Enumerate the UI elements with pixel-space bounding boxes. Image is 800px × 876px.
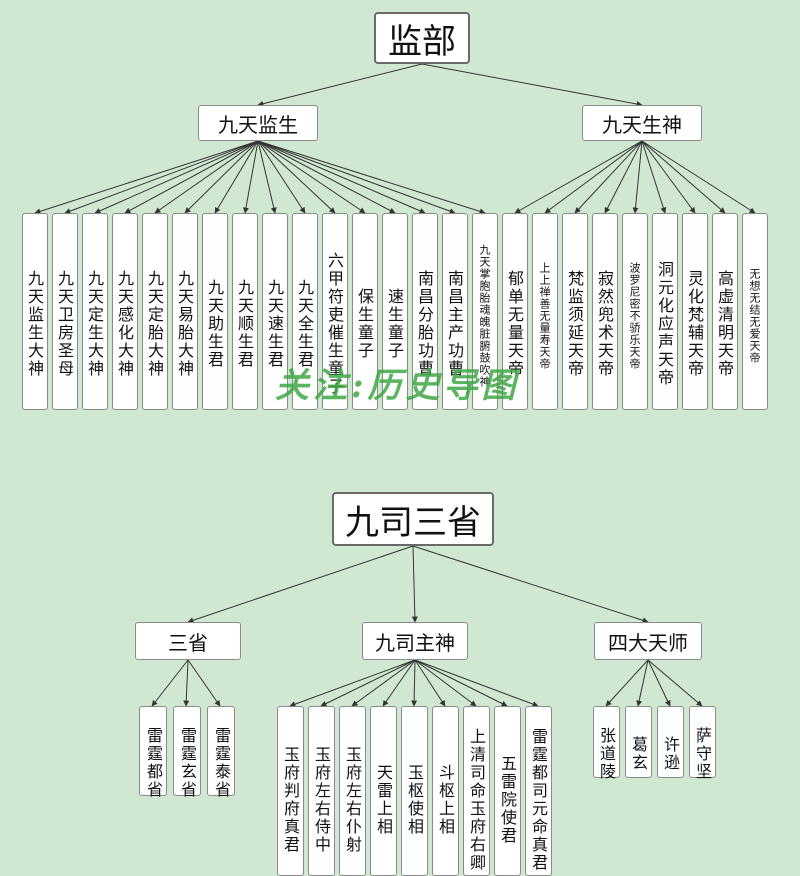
- leaf-sansheng-2: 雷霆泰省: [207, 706, 235, 799]
- leaf-jiansheng-4: 九天定胎大神: [142, 213, 168, 410]
- link-jiansheng-5: [184, 140, 259, 214]
- leaf-jiansheng-1: 九天卫房圣母: [52, 213, 78, 410]
- leaf-jiusi-7: 五雷院使君: [494, 706, 521, 876]
- leaf-jiansheng-14: 南昌主产功曹: [442, 213, 468, 410]
- link-jiansheng-12: [257, 140, 396, 214]
- link-group2-2: [647, 659, 671, 707]
- link-shengshen-8: [641, 140, 756, 214]
- link-group1-0: [289, 659, 416, 707]
- link-group0-0: [151, 659, 189, 707]
- link-group1-8: [414, 659, 539, 707]
- leaf-jiansheng-10: 六甲符吏催生童子: [322, 213, 348, 410]
- leaf-tianshi-3: 萨守坚: [689, 706, 716, 781]
- link-title2-to-tianshi: [412, 545, 649, 624]
- leaf-tianshi-1: 葛玄: [625, 706, 652, 778]
- leaf-jiansheng-7: 九天顺生君: [232, 213, 258, 410]
- leaf-jiansheng-15: 九天掌胞胎魂魄脏腑鼓吹神: [472, 213, 498, 410]
- link-group1-3: [382, 659, 416, 707]
- leaf-jiansheng-13: 南昌分胎功曹: [412, 213, 438, 410]
- leaf-jiusi-3: 天雷上相: [370, 706, 397, 876]
- leaf-jiansheng-9: 九天全生君: [292, 213, 318, 410]
- link-jiansheng-15: [257, 140, 486, 215]
- group-jiusi-zhushen: 九司主神: [362, 622, 468, 660]
- link-title2-to-jiusi: [411, 545, 418, 623]
- link-shengshen-5: [641, 140, 667, 214]
- link-shengshen-3: [604, 140, 643, 214]
- link-jiansheng-4: [154, 140, 259, 214]
- leaf-shengshen-0: 郁单无量天帝: [502, 213, 528, 410]
- leaf-jiusi-8: 雷霆都司元命真君: [525, 706, 552, 876]
- link-shengshen-2: [574, 140, 643, 214]
- link-jiansheng-14: [257, 140, 456, 214]
- link-jiansheng-11: [257, 140, 366, 214]
- leaf-jiusi-0: 玉府判府真君: [277, 706, 304, 876]
- leaf-shengshen-1: 上上禅善无量寿天帝: [532, 213, 558, 410]
- link-group2-1: [636, 659, 649, 707]
- leaf-shengshen-6: 灵化梵辅天帝: [682, 213, 708, 410]
- link-group1-6: [414, 659, 477, 707]
- leaf-jiansheng-11: 保生童子: [352, 213, 378, 410]
- leaf-shengshen-8: 无想无结无爱天帝: [742, 213, 768, 410]
- group-jiutian-jiansheng: 九天监生: [198, 105, 318, 141]
- link-shengshen-1: [544, 140, 643, 214]
- leaf-shengshen-3: 寂然兜术天帝: [592, 213, 618, 410]
- group-sida-tianshi: 四大天师: [594, 622, 702, 660]
- leaf-shengshen-2: 梵监须延天帝: [562, 213, 588, 410]
- link-group0-1: [183, 659, 190, 707]
- link-group1-5: [414, 659, 446, 707]
- link-jiansheng-9: [257, 140, 306, 214]
- leaf-jiansheng-3: 九天感化大神: [112, 213, 138, 410]
- leaf-shengshen-5: 洞元化应声天帝: [652, 213, 678, 410]
- title-jianbu: 监部: [374, 12, 470, 64]
- link-jiansheng-13: [257, 140, 426, 214]
- leaf-jiusi-4: 玉枢使相: [401, 706, 428, 876]
- title-jiusi-sansheng: 九司三省: [332, 492, 494, 546]
- link-group2-0: [605, 659, 649, 707]
- link-jiansheng-7: [243, 140, 259, 214]
- link-title-to-jiansheng: [257, 63, 423, 107]
- leaf-jiusi-2: 玉府左右仆射: [339, 706, 366, 876]
- leaf-jiansheng-6: 九天助生君: [202, 213, 228, 410]
- link-group1-4: [411, 659, 418, 707]
- link-jiansheng-10: [257, 140, 336, 214]
- leaf-jiusi-5: 斗枢上相: [432, 706, 459, 876]
- link-jiansheng-6: [214, 140, 259, 214]
- leaf-shengshen-7: 高虚清明天帝: [712, 213, 738, 410]
- link-jiansheng-2: [94, 140, 259, 214]
- link-jiansheng-1: [64, 140, 259, 214]
- link-jiansheng-0: [34, 140, 259, 215]
- link-group1-2: [351, 659, 416, 707]
- leaf-jiusi-1: 玉府左右侍中: [308, 706, 335, 876]
- link-shengshen-7: [641, 140, 726, 214]
- link-group0-2: [187, 659, 221, 707]
- leaf-tianshi-2: 许逊: [657, 706, 684, 778]
- link-group1-7: [414, 659, 508, 707]
- leaf-jiansheng-5: 九天易胎大神: [172, 213, 198, 410]
- leaf-jiansheng-12: 速生童子: [382, 213, 408, 410]
- leaf-sansheng-1: 雷霆玄省: [173, 706, 201, 799]
- leaf-sansheng-0: 雷霆都省: [139, 706, 167, 799]
- leaf-jiansheng-8: 九天速生君: [262, 213, 288, 410]
- leaf-shengshen-4: 波罗尼密不骄乐天帝: [622, 213, 648, 410]
- link-group1-1: [320, 659, 416, 707]
- group-sansheng: 三省: [135, 622, 241, 660]
- watermark: 关注:历史导图: [275, 366, 520, 406]
- link-jiansheng-3: [124, 140, 259, 214]
- link-title2-to-sansheng: [187, 545, 414, 624]
- link-shengshen-4: [632, 140, 643, 214]
- link-shengshen-0: [514, 140, 643, 214]
- link-shengshen-6: [641, 140, 696, 214]
- leaf-tianshi-0: 张道陵: [593, 706, 620, 781]
- group-jiutian-shengshen: 九天生神: [582, 105, 702, 141]
- link-jiansheng-8: [257, 140, 277, 214]
- leaf-jiansheng-2: 九天定生大神: [82, 213, 108, 410]
- leaf-jiusi-6: 上清司命玉府右卿: [463, 706, 490, 876]
- leaf-jiansheng-0: 九天监生大神: [22, 213, 48, 410]
- link-title-to-shengshen: [421, 63, 643, 107]
- link-group2-3: [647, 659, 703, 707]
